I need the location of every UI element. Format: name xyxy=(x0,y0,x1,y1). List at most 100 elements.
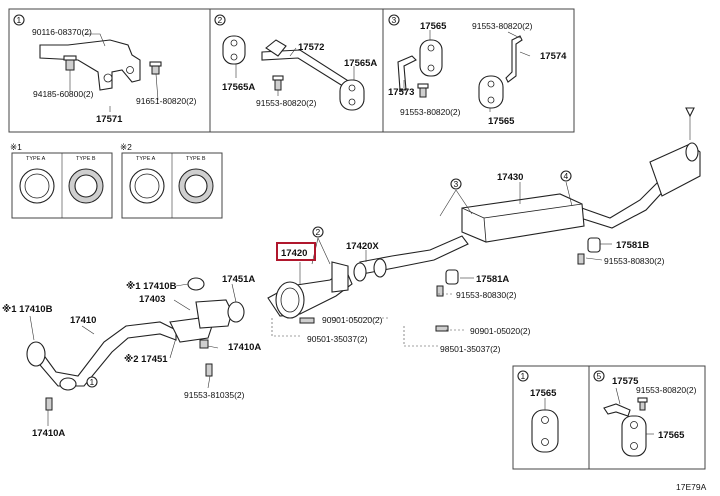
bolt-icon xyxy=(149,61,162,75)
bolt-icon xyxy=(199,339,209,349)
svg-text:1: 1 xyxy=(90,377,95,387)
callout-number: 2 xyxy=(218,15,223,25)
hanger-bracket xyxy=(397,55,417,91)
inset-box-1: 1 90116-08370(2) 94185-60800(2) 91651-80… xyxy=(8,8,211,133)
callout-number: 3 xyxy=(392,15,397,25)
svg-text:2: 2 xyxy=(316,227,321,237)
part-label: 90901-05020(2) xyxy=(470,326,531,336)
callout-circle: 2 xyxy=(312,226,324,238)
hanger-bracket xyxy=(603,403,631,417)
part-label: 90901-05020(2) xyxy=(322,315,383,325)
callout-circle: 4 xyxy=(560,170,572,182)
diagram-code: 17E79A xyxy=(676,482,707,492)
note-mark: ※1 xyxy=(10,142,22,152)
part-label: 17565 xyxy=(488,116,515,127)
part-label: 17565A xyxy=(222,82,255,93)
part-label: 17565A xyxy=(344,58,377,69)
type-label: TYPE B xyxy=(186,156,206,162)
part-label: 17573 xyxy=(388,87,414,98)
part-label: 17410 xyxy=(70,315,96,326)
gasket-ring-icon xyxy=(178,168,214,204)
note-mark: ※2 xyxy=(120,142,132,152)
bolt-icon xyxy=(435,325,449,332)
part-label: 17565 xyxy=(530,388,557,399)
front-pipe xyxy=(26,321,177,391)
gasket-ring-icon xyxy=(227,301,245,323)
svg-text:3: 3 xyxy=(454,179,459,189)
gasket-ring-icon xyxy=(373,258,387,278)
part-label: 98501-35037(2) xyxy=(440,344,501,354)
direction-arrow-icon xyxy=(685,107,695,118)
callout-circle: 1 xyxy=(86,376,98,388)
inset-box-3: 3 17565 91553-80820(2) 17574 17573 91553… xyxy=(382,8,575,133)
part-label: 17410A xyxy=(228,342,261,353)
callout-circle xyxy=(388,14,400,26)
bolt-icon xyxy=(45,397,53,411)
rubber-hanger xyxy=(531,409,559,453)
gasket-ring-icon xyxy=(129,168,165,204)
muffler xyxy=(461,193,585,243)
bolt-icon xyxy=(63,55,77,71)
gasket-ring-icon xyxy=(353,262,367,282)
part-label: 91553-80830(2) xyxy=(456,290,517,300)
part-label: ※1 17410B xyxy=(126,281,177,292)
part-label: 91651-80820(2) xyxy=(136,96,197,106)
part-label: 91553-80820(2) xyxy=(256,98,317,108)
part-label: 17571 xyxy=(96,114,123,125)
bolt-icon xyxy=(637,397,648,411)
callout-circle xyxy=(593,370,605,382)
part-label: 94185-60800(2) xyxy=(33,89,94,99)
part-label: 17403 xyxy=(139,294,165,305)
inset-box-5: 5 17575 91553-80820(2) 17565 xyxy=(588,365,706,470)
gasket-ring-icon xyxy=(187,277,205,291)
part-label: 17430 xyxy=(497,172,523,183)
part-label: 90501-35037(2) xyxy=(307,334,368,344)
part-label: 17420X xyxy=(346,241,379,252)
gasket-ring-icon xyxy=(19,168,55,204)
svg-text:4: 4 xyxy=(564,171,569,181)
callout-number: 1 xyxy=(17,15,22,25)
part-label: 17410A xyxy=(32,428,65,439)
part-label: ※2 17451 xyxy=(124,354,168,365)
part-label: 17565 xyxy=(420,21,447,32)
gasket-ring-icon xyxy=(68,168,104,204)
rubber-hanger xyxy=(222,35,246,65)
rubber-hanger xyxy=(621,415,647,457)
part-label: 17581A xyxy=(476,274,509,285)
part-label: 91553-81035(2) xyxy=(184,390,245,400)
callout-circle xyxy=(214,14,226,26)
callout-circle xyxy=(13,14,25,26)
part-label: ※1 17410B xyxy=(2,304,53,315)
part-label: 91553-80820(2) xyxy=(400,107,461,117)
type-label: TYPE B xyxy=(76,156,96,162)
bolt-icon xyxy=(436,285,444,297)
center-pipe xyxy=(359,235,469,275)
gasket-types-1: ※1 TYPE A TYPE B xyxy=(10,142,113,219)
rubber-hanger xyxy=(478,75,504,109)
catalytic-converter xyxy=(267,261,353,319)
part-label: 17581B xyxy=(616,240,649,251)
part-label-highlighted: 17420 xyxy=(281,248,307,259)
part-label: 91553-80830(2) xyxy=(604,256,665,266)
part-label: 17574 xyxy=(540,51,567,62)
bolt-icon xyxy=(272,75,284,91)
gasket-types-2: ※2 TYPE A TYPE B xyxy=(120,142,223,219)
bolt-icon xyxy=(577,253,585,265)
part-label: 91553-80820(2) xyxy=(472,21,533,31)
callout-circle: 3 xyxy=(450,178,462,190)
rubber-hanger xyxy=(419,39,443,77)
hanger-bracket xyxy=(505,35,523,83)
bolt-icon xyxy=(299,317,315,324)
bolt-icon xyxy=(417,83,429,98)
type-label: TYPE A xyxy=(26,156,46,162)
bolt-icon xyxy=(205,363,213,377)
part-label: 91553-80820(2) xyxy=(636,385,697,395)
part-label: 17565 xyxy=(658,430,685,441)
rubber-hanger xyxy=(445,269,459,285)
part-label: 90116-08370(2) xyxy=(32,27,92,37)
highlighted-part-frame xyxy=(276,242,316,261)
rubber-hanger xyxy=(587,237,601,253)
callout-circle xyxy=(517,370,529,382)
part-label: 17572 xyxy=(298,42,324,53)
